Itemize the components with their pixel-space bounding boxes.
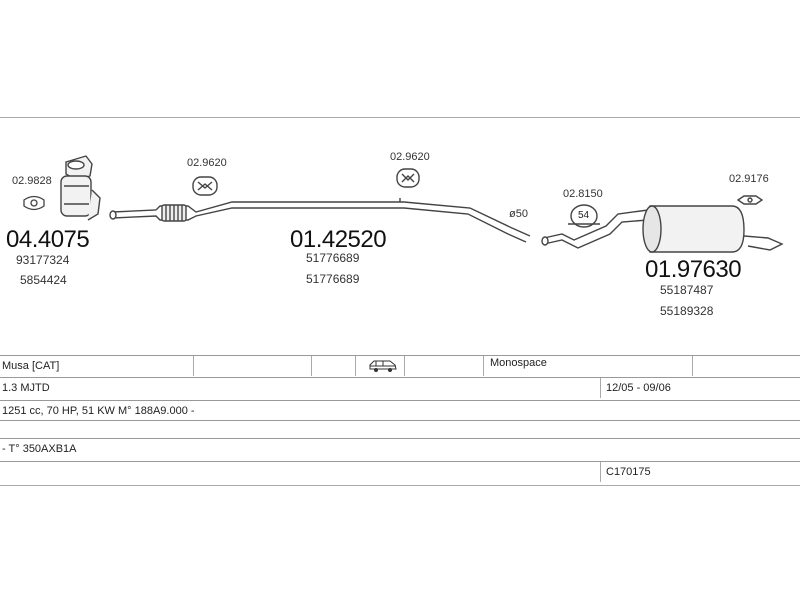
column-divider — [311, 356, 312, 376]
clamp-code: 02.8150 — [563, 188, 603, 200]
table-bottom-line — [0, 485, 800, 486]
body-type-cell: Monospace — [490, 357, 547, 369]
rear-silencer-oem-2: 55189328 — [660, 304, 714, 318]
table-row-specs: 1251 cc, 70 HP, 51 KW M° 188A9.000 - — [0, 400, 800, 421]
monospace-vehicle-icon — [366, 359, 398, 379]
column-divider — [193, 356, 194, 376]
column-divider — [355, 356, 356, 376]
rear-silencer-oem-1: 55187487 — [660, 283, 714, 297]
middle-pipe-code: 01.42520 — [290, 226, 387, 253]
table-row-reference: C170175 — [0, 461, 800, 482]
catalyst-converter-part[interactable] — [60, 155, 101, 221]
catalyst-oem-2: 5854424 — [20, 273, 67, 287]
catalyst-code: 04.4075 — [6, 226, 90, 253]
hanger-mid-code: 02.9620 — [390, 151, 430, 163]
clamp-size-label: 54 — [578, 210, 590, 221]
table-row-model: Musa [CAT] Monospace — [0, 355, 800, 376]
table-row-type: - T° 350AXB1A — [0, 438, 800, 459]
model-cell: Musa [CAT] — [2, 360, 60, 372]
gasket-part[interactable] — [23, 195, 45, 211]
reference-cell: C170175 — [606, 466, 651, 478]
specs-cell: 1251 cc, 70 HP, 51 KW M° 188A9.000 - — [2, 405, 195, 417]
type-code-cell: - T° 350AXB1A — [2, 443, 77, 455]
rear-silencer-code: 01.97630 — [645, 256, 742, 283]
exhaust-system-drawing — [23, 155, 784, 253]
top-border-line — [0, 117, 800, 118]
column-divider — [600, 462, 601, 482]
middle-pipe-part[interactable] — [109, 198, 531, 243]
clamp-part[interactable] — [568, 204, 600, 228]
table-row-engine: 1.3 MJTD 12/05 - 09/06 — [0, 377, 800, 398]
middle-pipe-oem-2: 51776689 — [306, 272, 360, 286]
hanger-front-code: 02.9620 — [187, 157, 227, 169]
production-dates-cell: 12/05 - 09/06 — [606, 382, 671, 394]
column-divider — [483, 356, 484, 376]
rubber-hanger-part-mid[interactable] — [396, 168, 420, 188]
catalyst-oem-1: 93177324 — [16, 253, 70, 267]
column-divider — [600, 378, 601, 398]
rear-silencer-part[interactable] — [541, 195, 784, 253]
column-divider — [692, 356, 693, 376]
column-divider — [404, 356, 405, 376]
rubber-hanger-part-front[interactable] — [192, 176, 218, 196]
gasket-code: 02.9828 — [12, 175, 52, 187]
table-row-empty — [0, 420, 800, 439]
middle-pipe-oem-1: 51776689 — [306, 251, 360, 265]
rear-hanger-code: 02.9176 — [729, 173, 769, 185]
engine-cell: 1.3 MJTD — [2, 382, 50, 394]
pipe-diameter-label: ø50 — [509, 208, 528, 220]
